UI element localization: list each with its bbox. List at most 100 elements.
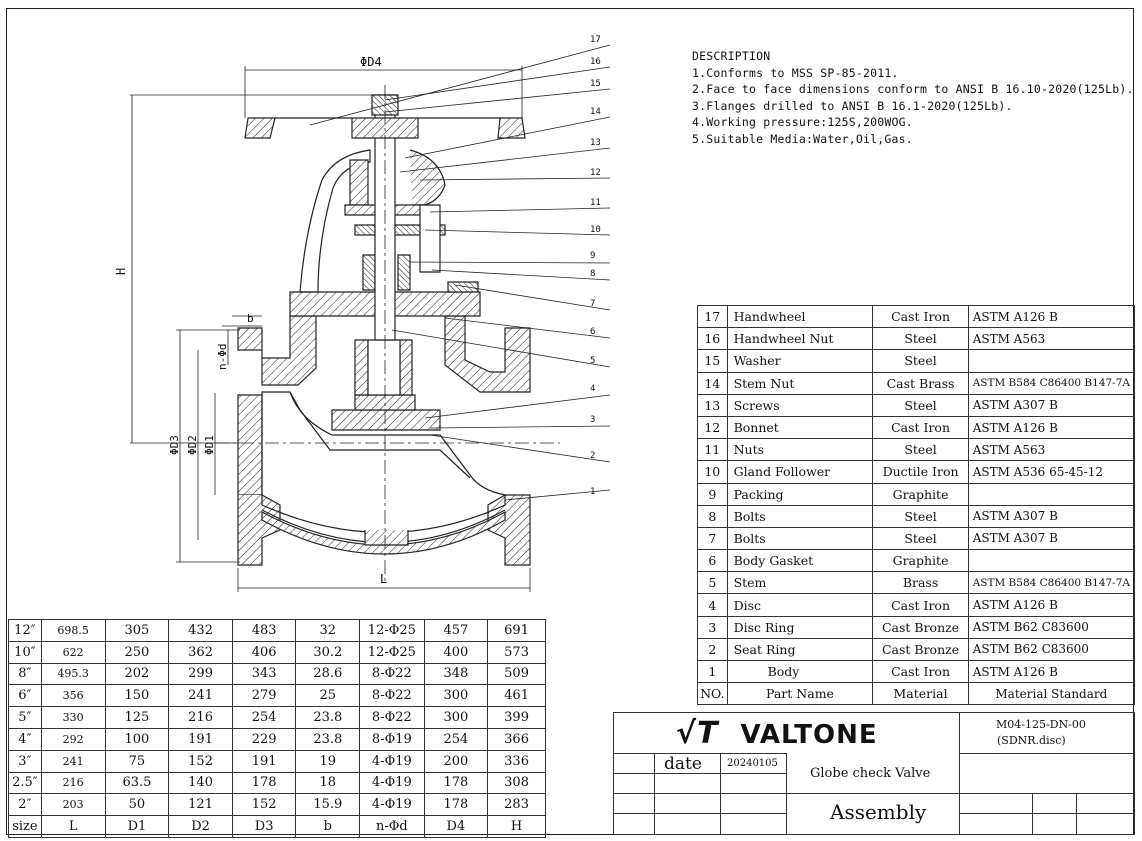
parts-cell: Material xyxy=(872,682,969,706)
parts-cell: Nuts xyxy=(726,438,874,462)
parts-cell: Handwheel Nut xyxy=(726,327,874,351)
drawing-number: M04-125-DN-00 xyxy=(996,718,1086,731)
dimension-cell: 191 xyxy=(168,727,233,751)
dimension-cell: 4-Φ19 xyxy=(359,749,425,773)
dimension-cell: 3″ xyxy=(8,749,42,773)
parts-cell: Handwheel xyxy=(726,304,874,329)
dimension-cell: 366 xyxy=(487,727,546,751)
callout-number: 10 xyxy=(590,225,601,235)
dimension-cell: D3 xyxy=(231,815,297,838)
dimension-cell: 495.3 xyxy=(40,662,106,686)
dimension-cell: 292 xyxy=(40,727,106,751)
dimension-cell: 8-Φ22 xyxy=(359,706,425,729)
dimension-cell: 622 xyxy=(40,640,106,664)
callout-number: 15 xyxy=(590,79,601,89)
dimension-cell: 32 xyxy=(295,619,361,642)
parts-cell: 8 xyxy=(697,504,728,528)
dimension-cell: 509 xyxy=(487,662,546,686)
parts-cell: 4 xyxy=(697,593,728,617)
callout-number: 8 xyxy=(590,269,595,279)
parts-cell: ASTM A563 xyxy=(967,327,1136,351)
dimension-cell: 202 xyxy=(104,662,170,686)
dimension-cell: H xyxy=(487,815,546,838)
parts-cell: ASTM A307 B xyxy=(967,526,1136,551)
parts-cell xyxy=(967,349,1136,373)
date-value: 20240105 xyxy=(727,758,778,769)
dimension-cell: 300 xyxy=(423,684,489,708)
dimension-cell: b xyxy=(295,815,361,838)
parts-cell: Cast Iron xyxy=(872,593,969,617)
brand-name: VALTONE xyxy=(740,720,878,750)
dimension-cell: 330 xyxy=(40,706,106,729)
parts-cell: Steel xyxy=(872,526,969,551)
body-bowl xyxy=(261,391,506,534)
description-line: 3.Flanges drilled to ANSI B 16.1-2020(12… xyxy=(692,98,1013,113)
parts-cell: ASTM B62 C83600 xyxy=(967,615,1136,639)
dimension-cell: 5″ xyxy=(8,706,42,729)
parts-cell: Washer xyxy=(726,349,874,373)
callout-number: 13 xyxy=(590,138,601,148)
dimension-cell: 229 xyxy=(231,727,297,751)
parts-cell: Steel xyxy=(872,349,969,373)
dimension-cell: 299 xyxy=(168,662,233,686)
dimension-cell: 343 xyxy=(231,662,297,686)
parts-cell: ASTM A126 B xyxy=(967,659,1136,684)
dimension-cell: 140 xyxy=(168,771,233,795)
parts-cell: ASTM A126 B xyxy=(967,593,1136,617)
dimension-cell: D2 xyxy=(168,815,233,838)
dimension-cell: 4″ xyxy=(8,727,42,751)
parts-cell: Cast Iron xyxy=(872,415,969,440)
title-block xyxy=(613,712,1135,835)
parts-cell: Graphite xyxy=(872,549,969,573)
drawing-subnumber: (SDNR.disc) xyxy=(997,734,1066,747)
parts-cell: 11 xyxy=(697,438,728,462)
parts-cell: Graphite xyxy=(872,482,969,506)
dimension-cell: 308 xyxy=(487,771,546,795)
parts-cell: ASTM B584 C86400 B147-7A xyxy=(967,371,1136,395)
parts-cell xyxy=(967,482,1136,506)
date-label: date xyxy=(664,754,702,774)
logo-mark: √T xyxy=(676,716,719,751)
parts-cell: 1 xyxy=(697,659,728,684)
dimension-cell: 336 xyxy=(487,749,546,773)
dimension-cell: 4-Φ19 xyxy=(359,771,425,795)
dimension-cell: 362 xyxy=(168,640,233,664)
parts-cell: Steel xyxy=(872,327,969,351)
parts-cell: Bolts xyxy=(726,504,874,528)
dimension-cell: 254 xyxy=(231,706,297,729)
dimension-cell: 12-Φ25 xyxy=(359,619,425,642)
parts-cell: Part Name xyxy=(726,682,874,706)
parts-cell: 9 xyxy=(697,482,728,506)
dimension-cell: 18 xyxy=(295,771,361,795)
parts-cell: 7 xyxy=(697,526,728,551)
dimension-cell: 300 xyxy=(423,706,489,729)
dimension-cell: 432 xyxy=(168,619,233,642)
parts-cell: ASTM A126 B xyxy=(967,304,1136,329)
description-line: 1.Conforms to MSS SP-85-2011. xyxy=(692,65,899,80)
parts-cell: 12 xyxy=(697,415,728,440)
dimension-cell: 241 xyxy=(40,749,106,773)
parts-cell: 15 xyxy=(697,349,728,373)
callout-number: 9 xyxy=(590,251,595,261)
parts-cell: 13 xyxy=(697,393,728,417)
parts-cell: Cast Brass xyxy=(872,371,969,395)
callout-number: 3 xyxy=(590,415,595,425)
description-line: 5.Suitable Media:Water,Oil,Gas. xyxy=(692,131,913,146)
parts-cell: ASTM A307 B xyxy=(967,393,1136,417)
dimension-cell: 356 xyxy=(40,684,106,708)
handwheel xyxy=(244,117,276,139)
